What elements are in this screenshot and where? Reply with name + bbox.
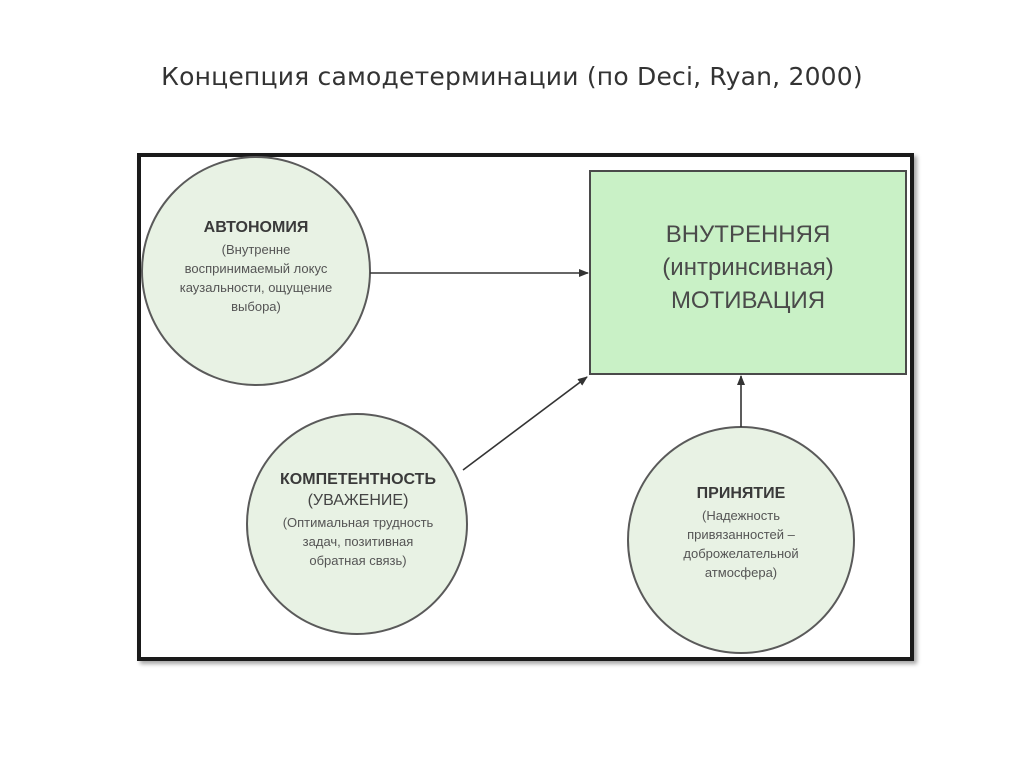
autonomy-desc-2: воспринимаемый локус	[184, 261, 328, 276]
autonomy-desc-1: (Внутренне	[221, 242, 291, 257]
box-line-2: (интринсивная)	[662, 254, 834, 281]
acceptance-desc-2: привязанностей –	[687, 527, 795, 542]
autonomy-heading: АВТОНОМИЯ	[203, 219, 309, 236]
competence-arrow	[462, 376, 588, 471]
autonomy-label: АВТОНОМИЯ (Внутренне воспринимаемый локу…	[152, 219, 360, 316]
acceptance-desc-3: доброжелательной	[683, 546, 799, 561]
competence-heading: КОМПЕТЕНТНОСТЬ	[280, 471, 436, 488]
box-line-1: ВНУТРЕННЯЯ	[665, 221, 831, 248]
box-line-3: МОТИВАЦИЯ	[670, 287, 826, 314]
competence-desc-3: обратная связь)	[309, 553, 407, 568]
competence-sub: (УВАЖЕНИЕ)	[307, 492, 409, 509]
competence-label: КОМПЕТЕНТНОСТЬ (УВАЖЕНИЕ) (Оптимальная т…	[247, 471, 469, 570]
intrinsic-motivation-label: ВНУТРЕННЯЯ (интринсивная) МОТИВАЦИЯ	[590, 218, 906, 317]
competence-desc-1: (Оптимальная трудность	[282, 515, 434, 530]
autonomy-desc-3: каузальности, ощущение	[179, 280, 333, 295]
autonomy-desc-4: выбора)	[231, 299, 281, 314]
competence-circle	[246, 413, 468, 635]
acceptance-label: ПРИНЯТИЕ (Надежность привязанностей – до…	[641, 485, 841, 582]
acceptance-desc-1: (Надежность	[702, 508, 780, 523]
autonomy-circle	[141, 156, 371, 386]
intrinsic-motivation-box	[589, 170, 907, 375]
competence-desc-2: задач, позитивная	[302, 534, 414, 549]
slide-title: Концепция самодетерминации (по Deci, Rya…	[161, 62, 863, 91]
acceptance-heading: ПРИНЯТИЕ	[696, 485, 786, 502]
acceptance-desc-4: атмосфера)	[704, 565, 778, 580]
